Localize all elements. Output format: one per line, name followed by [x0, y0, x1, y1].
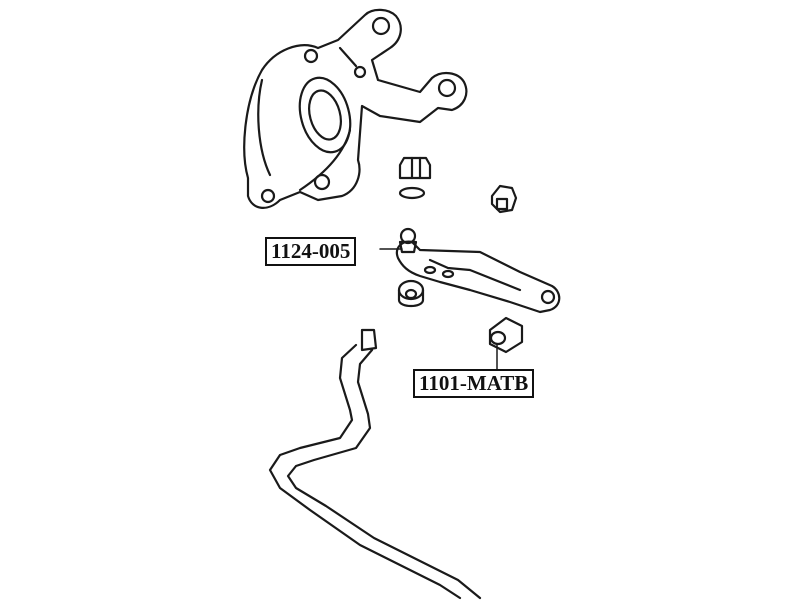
part-number-bushing: 1101-MATB	[413, 369, 535, 398]
lower-control-arm	[395, 240, 561, 314]
stabilizer-bar	[268, 328, 482, 600]
rear-bushing	[488, 316, 524, 354]
steering-knuckle	[243, 8, 468, 209]
front-bushing	[397, 279, 425, 308]
lock-nut	[490, 184, 518, 214]
part-number-ball-joint: 1124-005	[265, 237, 357, 266]
washer	[398, 186, 426, 200]
castle-nut	[398, 156, 432, 180]
